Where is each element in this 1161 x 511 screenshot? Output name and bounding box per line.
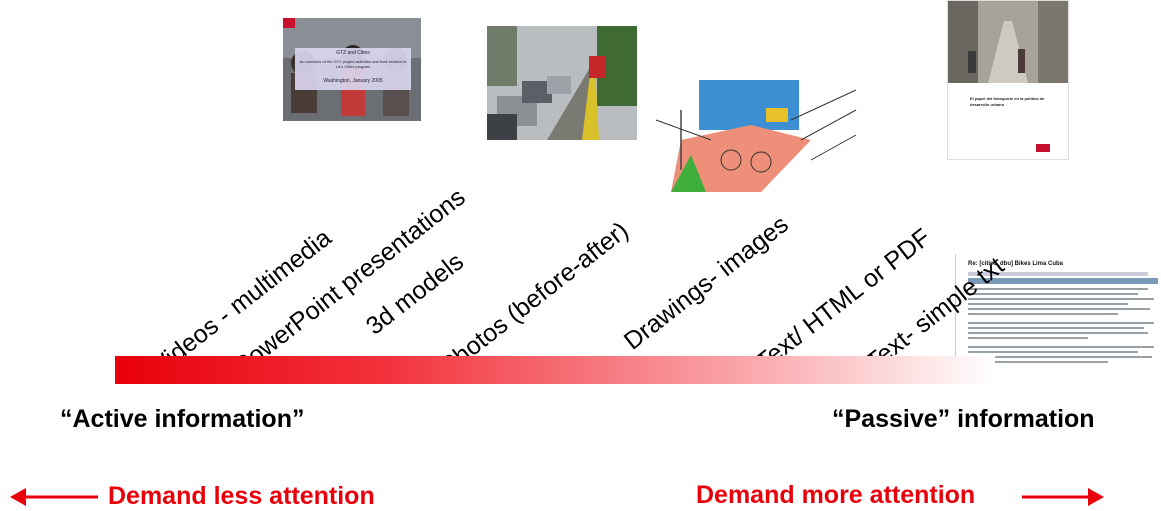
document-logo <box>1036 144 1050 152</box>
label-drawings: Drawings- images <box>618 210 794 356</box>
information-gradient-bar <box>115 356 995 384</box>
document-title: El papel del transporte en la política d… <box>970 96 1045 107</box>
passive-information-label: “Passive” information <box>832 405 1095 433</box>
video-caption-body: An overview of the GTZ project activitie… <box>299 59 407 69</box>
video-caption-place: Washington, January 2005 <box>323 78 383 84</box>
document-thumbnail: El papel del transporte en la política d… <box>947 0 1069 160</box>
email-thumbnail: Re: [cities_dbu] Bikes Lima Cuba <box>955 254 1161 374</box>
left-arrow-icon <box>10 488 98 506</box>
email-subject: Re: [cities_dbu] Bikes Lima Cuba <box>968 261 1064 267</box>
video-thumbnail: GTZ and Cities An overview of the GTZ pr… <box>283 18 421 121</box>
street-photo-thumbnail <box>487 26 637 140</box>
drawing-thumbnail <box>651 80 859 192</box>
video-caption-title: GTZ and Cities <box>336 50 370 56</box>
demand-more-attention-label: Demand more attention <box>696 481 976 509</box>
active-information-label: “Active information” <box>60 405 305 433</box>
demand-less-attention-label: Demand less attention <box>108 482 375 510</box>
right-arrow-icon <box>1022 488 1104 506</box>
